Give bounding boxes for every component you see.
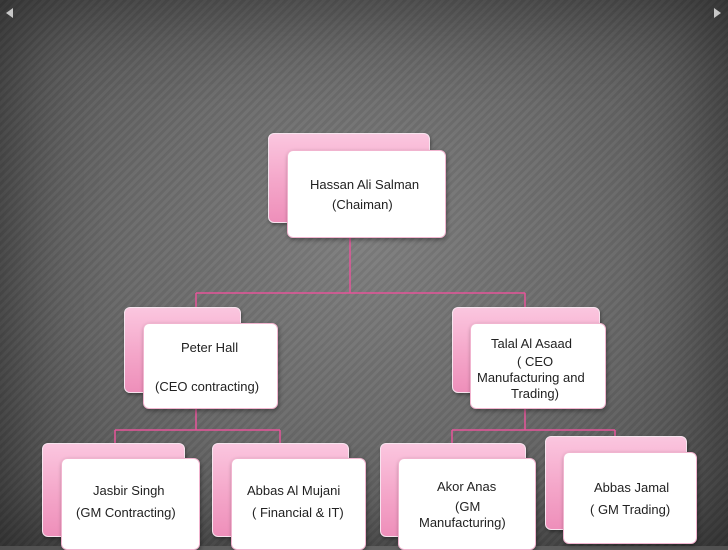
left-node-name: Peter Hall	[181, 340, 239, 355]
akor-node-card: Akor Anas (GM Manufacturing)	[398, 458, 536, 550]
akor-node-name: Akor Anas	[437, 479, 497, 494]
jasbir-node-title: (GM Contracting)	[76, 505, 176, 520]
right-node-card: Talal Al Asaad ( CEO Manufacturing and T…	[470, 323, 606, 409]
right-node-name: Talal Al Asaad	[491, 336, 572, 351]
mujani-node-name: Abbas Al Mujani	[247, 483, 341, 498]
jasbir-node-name: Jasbir Singh	[93, 483, 165, 498]
root-node-name: Hassan Ali Salman	[310, 177, 420, 192]
jamal-node-name: Abbas Jamal	[594, 480, 670, 495]
jamal-node-card: Abbas Jamal ( GM Trading)	[563, 452, 697, 544]
right-node-title-line1: ( CEO	[517, 354, 554, 369]
left-node-card: Peter Hall (CEO contracting)	[143, 323, 278, 409]
jamal-node-title: ( GM Trading)	[590, 502, 671, 517]
left-arrow-icon	[6, 8, 13, 18]
root-node-title: (Chaiman)	[332, 197, 393, 212]
right-node-title-line3: Trading)	[511, 386, 559, 401]
left-node-title: (CEO contracting)	[155, 379, 260, 394]
akor-node-title-line2: Manufacturing)	[419, 515, 506, 530]
right-node-title-line2: Manufacturing and	[477, 370, 585, 385]
jasbir-node-card: Jasbir Singh (GM Contracting)	[61, 458, 200, 550]
akor-node-title-line1: (GM	[455, 499, 481, 514]
root-node-card: Hassan Ali Salman (Chaiman)	[287, 150, 446, 238]
mujani-node-title: ( Financial & IT)	[252, 505, 344, 520]
mujani-node-card: Abbas Al Mujani ( Financial & IT)	[231, 458, 366, 550]
right-arrow-icon	[714, 8, 721, 18]
